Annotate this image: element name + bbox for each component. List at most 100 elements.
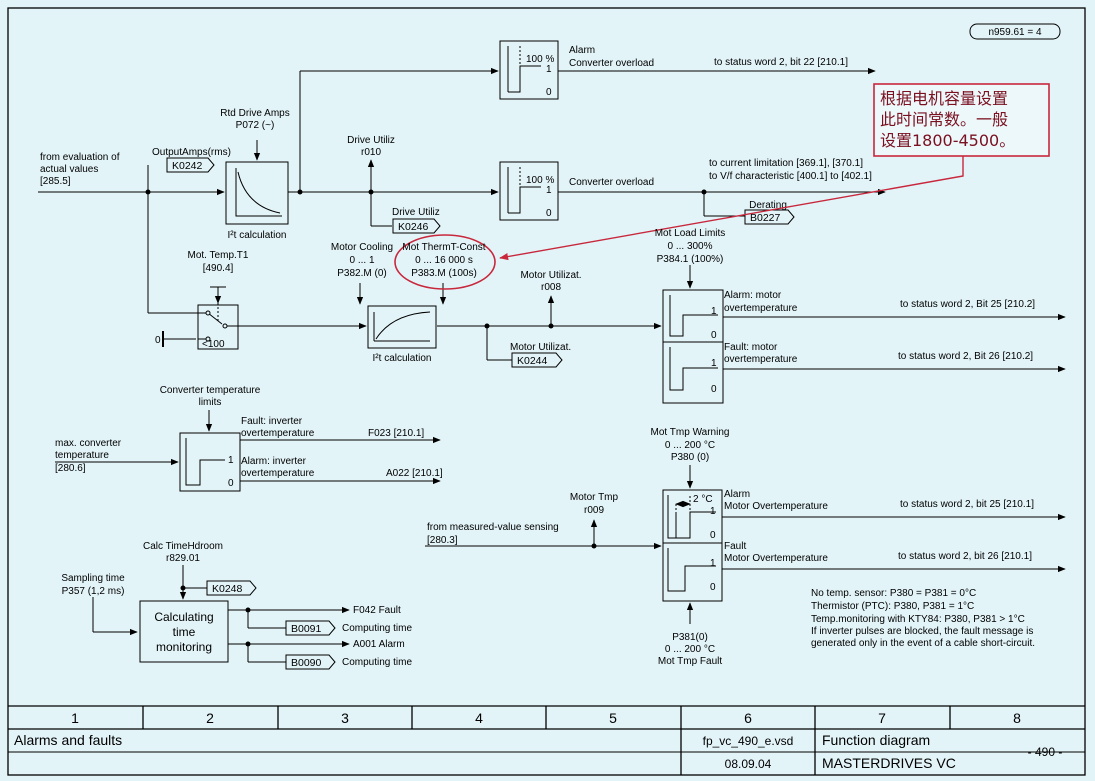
column-2: 2 bbox=[206, 710, 214, 726]
derating-code: B0227 bbox=[750, 212, 781, 224]
note-line-5: generated only in the event of a cable s… bbox=[811, 638, 1035, 649]
overload-threshold-one: 1 bbox=[546, 185, 552, 196]
sensor-notes: No temp. sensor: P380 = P381 = 0°C Therm… bbox=[811, 588, 1035, 649]
status-word-26b: to status word 2, bit 26 [210.1] bbox=[898, 551, 1032, 562]
drive-utiliz-label: Drive Utiliz bbox=[392, 207, 440, 218]
note-line-4: If inverter pulses are blocked, the faul… bbox=[811, 626, 1033, 637]
mot-tmp-fault-range: 0 ... 200 °C bbox=[665, 644, 715, 655]
annotation-line-2: 此时间常数。一般 bbox=[880, 110, 1008, 129]
calc-time-code: K0248 bbox=[212, 583, 243, 595]
motor-utilizat-code: K0244 bbox=[517, 355, 548, 367]
max-converter-temp-line-3: [280.6] bbox=[55, 463, 86, 474]
sampling-time-name: Sampling time bbox=[61, 573, 125, 584]
calc-time-line-2: time bbox=[173, 625, 196, 639]
mot-load-limits-param: P384.1 (100%) bbox=[657, 254, 724, 265]
annotation-line-1: 根据电机容量设置 bbox=[880, 89, 1008, 108]
column-5: 5 bbox=[609, 710, 617, 726]
alarm-conv-overload-line-1: Alarm bbox=[569, 45, 595, 56]
annotation-arrow bbox=[499, 156, 964, 261]
i2t-calc-block-2: I²t calculation bbox=[367, 305, 437, 364]
mot-temp-t1-ref: [490.4] bbox=[203, 263, 234, 274]
footer-type: Function diagram bbox=[822, 732, 930, 748]
footer-title: Alarms and faults bbox=[14, 732, 122, 748]
actual-values-line-1: from evaluation of bbox=[40, 152, 120, 163]
status-word-22: to status word 2, bit 22 [210.1] bbox=[714, 57, 848, 68]
converter-overload-block: 100 % 1 0 bbox=[499, 161, 559, 221]
mot-temp-t1-name: Mot. Temp.T1 bbox=[188, 250, 249, 261]
motor-temp-threshold-block: 2 °C 1 0 1 0 bbox=[662, 489, 723, 602]
alarm-threshold-100: 100 % bbox=[526, 54, 554, 65]
i2t-calc-block-1: I²t calculation bbox=[225, 161, 289, 241]
rtd-drive-amps-value: P072 (~) bbox=[236, 120, 275, 131]
a001-label: A001 Alarm bbox=[353, 639, 405, 650]
annotation-box: 根据电机容量设置 此时间常数。一般 设置1800-4500。 bbox=[873, 83, 1050, 157]
alarm-motor-ot-line-2: overtemperature bbox=[724, 303, 798, 314]
footer-date: 08.09.04 bbox=[725, 757, 772, 771]
column-1: 1 bbox=[71, 710, 79, 726]
status-word-25a: to status word 2, Bit 25 [210.2] bbox=[900, 299, 1035, 310]
output-amps-code: K0242 bbox=[172, 160, 203, 172]
mot-tmp-warning-range: 0 ... 200 °C bbox=[665, 440, 715, 451]
overload-threshold-100: 100 % bbox=[526, 175, 554, 186]
alarm-conv-overload-line-2: Converter overload bbox=[569, 58, 654, 69]
mot-load-limits-range: 0 ... 300% bbox=[667, 241, 712, 252]
calc-time-hdroom-param: r829.01 bbox=[166, 553, 200, 564]
output-amps-label: OutputAmps(rms) bbox=[152, 147, 231, 158]
max-converter-temp-line-1: max. converter bbox=[55, 438, 122, 449]
computing-time-code-1: B0091 bbox=[291, 623, 322, 635]
drive-utiliz-top-name: Drive Utiliz bbox=[347, 135, 395, 146]
fault-motor-ot-line-1: Fault: motor bbox=[724, 342, 778, 353]
diagram-frame bbox=[7, 7, 1086, 776]
computing-time-code-2: B0090 bbox=[291, 657, 322, 669]
alarm-motor-ot2-line-2: Motor Overtemperature bbox=[724, 501, 828, 512]
motor-tmp-param: r009 bbox=[584, 505, 604, 516]
actual-values-line-2: actual values bbox=[40, 164, 98, 175]
load-alarm-one: 1 bbox=[711, 306, 717, 317]
motor-utilizat-label: Motor Utilizat. bbox=[510, 342, 571, 353]
fault-motor-ot2-line-2: Motor Overtemperature bbox=[724, 553, 828, 564]
calc-time-hdroom-name: Calc TimeHdroom bbox=[143, 541, 223, 552]
footer-product: MASTERDRIVES VC bbox=[822, 755, 956, 771]
converter-overload-label: Converter overload bbox=[569, 177, 654, 188]
note-line-3: Temp.monitoring with KTY84: P380, P381 >… bbox=[811, 614, 1025, 625]
i2t-calc-label-1: I²t calculation bbox=[228, 230, 287, 241]
current-limitation-line-2: to V/f characteristic [400.1] to [402.1] bbox=[709, 171, 872, 182]
page-id-badge: n959.61 = 4 bbox=[969, 23, 1061, 40]
load-fault-one: 1 bbox=[711, 358, 717, 369]
load-fault-zero: 0 bbox=[711, 384, 717, 395]
conv-temp-limits-line-1: Converter temperature bbox=[160, 385, 261, 396]
therm-const-range: 0 ... 16 000 s bbox=[415, 255, 473, 266]
f042-label: F042 Fault bbox=[353, 605, 401, 616]
column-3: 3 bbox=[341, 710, 349, 726]
mot-tmp-fault-param: P381(0) bbox=[672, 632, 708, 643]
therm-const-highlight bbox=[394, 234, 496, 290]
computing-time-connector-2: B0090 bbox=[285, 654, 336, 670]
alarm-inverter-ot-line-1: Alarm: inverter bbox=[241, 456, 307, 467]
column-6: 6 bbox=[744, 710, 752, 726]
alarm-motor-ot2-line-1: Alarm bbox=[724, 489, 750, 500]
conv-temp-limits-line-2: limits bbox=[199, 397, 222, 408]
status-word-25b: to status word 2, bit 25 [210.1] bbox=[900, 499, 1034, 510]
status-word-26a: to status word 2, Bit 26 [210.2] bbox=[898, 351, 1033, 362]
derating-label: Derating bbox=[749, 200, 787, 211]
fault-motor-ot2-line-1: Fault bbox=[724, 541, 746, 552]
footer-file: fp_vc_490_e.vsd bbox=[703, 734, 794, 748]
tmp-fault-zero: 0 bbox=[710, 582, 716, 593]
switch-lt100: <100 bbox=[202, 339, 225, 350]
alarm-inverter-ot-line-2: overtemperature bbox=[241, 468, 315, 479]
drive-utiliz-connector: K0246 bbox=[392, 218, 441, 234]
alarm-threshold-one: 1 bbox=[546, 64, 552, 75]
footer-page: - 490 - bbox=[1028, 745, 1063, 759]
two-degree-label: 2 °C bbox=[693, 494, 713, 505]
motor-utilizat-top-name: Motor Utilizat. bbox=[520, 270, 581, 281]
rtd-drive-amps-name: Rtd Drive Amps bbox=[220, 108, 289, 119]
alarm-converter-overload-block: 100 % 1 0 bbox=[499, 40, 559, 100]
therm-const-name: Mot ThermT-Const bbox=[402, 242, 485, 253]
motor-cooling-range: 0 ... 1 bbox=[349, 255, 374, 266]
computing-time-connector-1: B0091 bbox=[285, 620, 336, 636]
actual-values-input: from evaluation of actual values [285.5] bbox=[40, 152, 120, 187]
title-block bbox=[8, 705, 1085, 775]
i2t-calc-label-2: I²t calculation bbox=[373, 353, 432, 364]
current-limitation-line-1: to current limitation [369.1], [370.1] bbox=[709, 158, 863, 169]
